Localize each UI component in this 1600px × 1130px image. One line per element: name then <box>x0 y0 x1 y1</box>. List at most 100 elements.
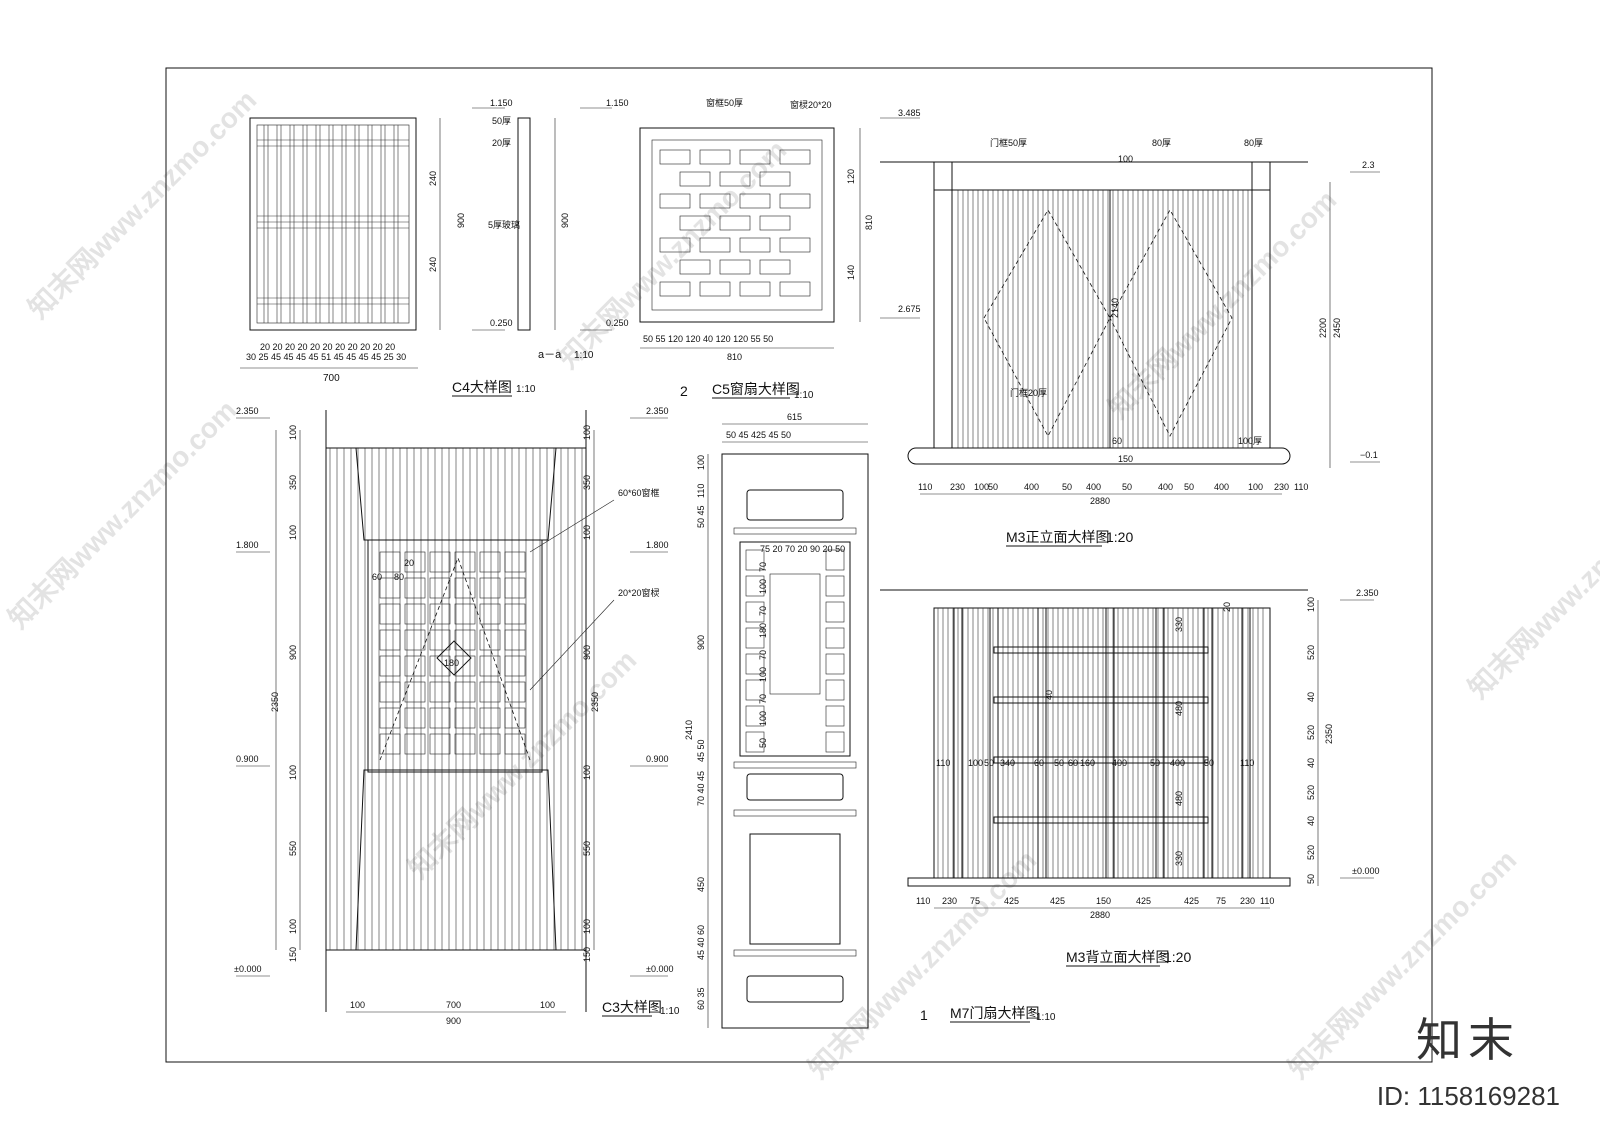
c3-grid-cell <box>429 629 451 651</box>
c3-scale: 1:10 <box>660 1006 680 1017</box>
m3f-bottom-dim: 230 <box>950 482 965 492</box>
c5-lattice-cell <box>719 215 751 231</box>
c3-grid-cell <box>479 707 501 729</box>
c3-grid-cell <box>404 577 426 599</box>
c3-grid-cell <box>404 603 426 625</box>
m3f-elev-top: 2.3 <box>1362 160 1375 170</box>
m3b-mid-dim: 50 <box>984 758 994 768</box>
c3-grid-cell <box>504 681 526 703</box>
watermark-1: 知末网www.znzmo.com <box>22 83 263 324</box>
c5-lattice-cell <box>659 193 691 209</box>
m3f-note-80a: 80厚 <box>1152 138 1171 148</box>
m3f-scale: 1:20 <box>1106 529 1133 545</box>
m3f-title: M3正立面大样图 <box>1006 529 1109 545</box>
m7-inner-dim: 70 <box>758 562 768 572</box>
m7-left-dim: 900 <box>696 635 706 650</box>
m3f-elev-bottom: −0.1 <box>1360 450 1378 460</box>
sheet-border <box>165 67 1433 1063</box>
c4-scale: 1:10 <box>516 384 536 395</box>
c3-grid-cell <box>504 603 526 625</box>
c3-grid-cell <box>479 655 501 677</box>
m7-lattice-cell <box>745 653 765 675</box>
m3b-v480: 480 <box>1174 701 1184 716</box>
c3-inner-180: 180 <box>444 658 459 668</box>
c5-lattice-cell <box>699 149 731 165</box>
c3-grid-cell <box>404 733 426 755</box>
c3-dim-900: 900 <box>446 1016 461 1026</box>
m7-lattice-cell <box>825 679 845 701</box>
c5-lattice-cell <box>659 149 691 165</box>
c3-grid-cell <box>454 655 476 677</box>
c3-grid-cell <box>429 707 451 729</box>
m3f-bottom-dim: 50 <box>988 482 998 492</box>
c3-grid-cell <box>479 577 501 599</box>
c5-lattice-cell <box>699 281 731 297</box>
c5-note-frame: 窗框50厚 <box>706 97 743 108</box>
m3f-note-100: 100厚 <box>1238 436 1262 446</box>
m7-inner-dim: 100 <box>758 711 768 726</box>
c3-left-dim: 550 <box>288 841 298 856</box>
m7-left-dim: 45 40 60 <box>696 925 706 960</box>
c5-detail: 窗框50厚 窗棂20*20 50 55 120 120 40 120 120 5… <box>639 97 921 401</box>
m3b-rail <box>993 646 1209 654</box>
m3f-bottom-dim: 50 <box>1062 482 1072 492</box>
m7-left-dim: 100 <box>696 455 706 470</box>
c5-lattice-cell <box>759 171 791 187</box>
c3-grid-cell <box>479 681 501 703</box>
c3-elev-1800-right: 1.800 <box>646 540 669 550</box>
m3b-right-dim: 40 <box>1306 692 1316 702</box>
m3f-note-80b: 80厚 <box>1244 138 1263 148</box>
c3-grid-cell <box>504 577 526 599</box>
watermark-8: 知末网www.znzmo.com <box>1462 463 1600 704</box>
c5-dim-total: 810 <box>727 352 742 362</box>
c5-lattice-cell <box>739 149 771 165</box>
m7-inner-top: 75 20 70 20 90 20 50 <box>760 544 845 554</box>
m7-left-dim: 50 45 <box>696 505 706 528</box>
m3b-scale: 1:20 <box>1164 949 1191 965</box>
m7-lattice-cell <box>745 705 765 727</box>
m3f-note-door: 门框50厚 <box>990 137 1027 148</box>
m3b-right-dim: 100 <box>1306 597 1316 612</box>
m7-inner-dim: 70 <box>758 606 768 616</box>
c5-lattice-cell <box>719 171 751 187</box>
c5-note-lattice: 窗棂20*20 <box>790 99 832 110</box>
c3-grid-cell <box>429 681 451 703</box>
m7-inner-dim: 50 <box>758 738 768 748</box>
c3-grid-cell <box>429 577 451 599</box>
c3-grid-cell <box>404 707 426 729</box>
c3-grid-cell <box>429 655 451 677</box>
m3b-title: M3背立面大样图 <box>1066 949 1169 965</box>
m7-left-dim: 110 <box>696 484 706 498</box>
c4-detail: 30 25 45 45 45 45 51 45 45 45 45 25 30 2… <box>240 98 629 397</box>
c3-grid-cell <box>429 733 451 755</box>
m7-left-dim: 45 50 <box>696 739 706 762</box>
m3b-right-dim: 50 <box>1306 874 1316 884</box>
c3-elev-0000: ±0.000 <box>234 964 261 974</box>
c3-title: C3大样图 <box>602 999 662 1015</box>
c5-dim-height: 810 <box>864 215 874 230</box>
c3-elev-0900: 0.900 <box>236 754 259 764</box>
c3-right-dim: 100 <box>582 919 592 934</box>
m7-lattice-cell <box>825 575 845 597</box>
m7-lattice-cell <box>825 601 845 623</box>
m7-lattice-cell <box>825 705 845 727</box>
c5-elev-bottom: 2.675 <box>898 304 921 314</box>
m3b-stile <box>1037 607 1047 879</box>
c3-dim-100b: 100 <box>540 1000 555 1010</box>
m7-inner-dim: 100 <box>758 667 768 682</box>
m3b-mid-dim: 50 <box>1054 758 1064 768</box>
c3-inner-20: 20 <box>404 558 414 568</box>
c5-lattice-cell <box>739 237 771 253</box>
m3f-bottom-dim: 400 <box>1158 482 1173 492</box>
m7-lattice-cell <box>825 549 845 571</box>
c5-seg-120: 120 <box>846 169 856 184</box>
c3-inner-60: 60 <box>372 572 382 582</box>
m3b-mid-dim: 60 <box>1068 758 1078 768</box>
m3f-bottom-dim: 230 <box>1274 482 1289 492</box>
m7-dim-615: 615 <box>787 412 802 422</box>
c4-note-20: 20厚 <box>492 138 511 148</box>
c5-lattice-cell <box>699 193 731 209</box>
c5-bottom-row: 50 55 120 120 40 120 120 55 50 <box>643 334 773 344</box>
m3f-note-frame: 门框20厚 <box>1010 387 1047 398</box>
m3b-mid-dim: 340 <box>1000 758 1015 768</box>
